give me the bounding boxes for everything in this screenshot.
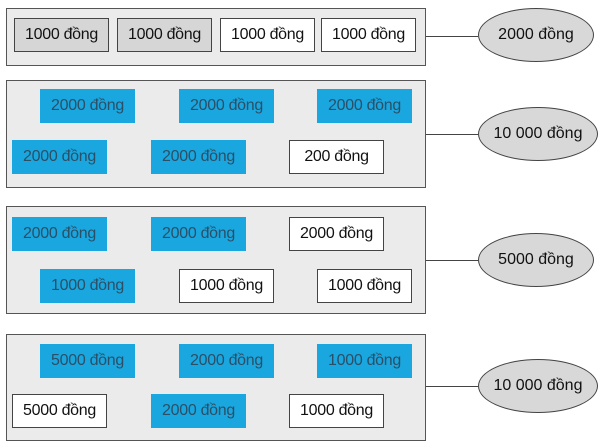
banknote: 1000 đồng — [321, 18, 416, 52]
banknote: 1000 đồng — [40, 269, 135, 303]
banknote: 2000 đồng — [151, 394, 246, 428]
banknote: 1000 đồng — [317, 269, 412, 303]
banknote: 2000 đồng — [12, 140, 107, 174]
banknote: 2000 đồng — [151, 217, 246, 251]
connector-line — [426, 260, 478, 261]
banknote: 5000 đồng — [12, 394, 107, 428]
banknote: 2000 đồng — [12, 217, 107, 251]
total-oval: 2000 đồng — [478, 8, 594, 62]
banknote: 1000 đồng — [289, 394, 384, 428]
banknote: 1000 đồng — [117, 18, 212, 52]
banknote: 2000 đồng — [179, 89, 274, 123]
connector-line — [426, 36, 478, 37]
total-oval: 5000 đồng — [478, 233, 594, 287]
banknote: 2000 đồng — [289, 217, 384, 251]
banknote: 1000 đồng — [179, 269, 274, 303]
total-oval: 10 000 đồng — [478, 107, 598, 161]
banknote: 2000 đồng — [40, 89, 135, 123]
connector-line — [426, 386, 478, 387]
banknote: 200 đồng — [289, 140, 384, 174]
connector-line — [426, 134, 478, 135]
banknote: 1000 đồng — [14, 18, 109, 52]
banknote: 5000 đồng — [40, 344, 135, 378]
banknote: 1000 đồng — [220, 18, 315, 52]
banknote: 2000 đồng — [317, 89, 412, 123]
banknote: 2000 đồng — [151, 140, 246, 174]
banknote: 1000 đồng — [317, 344, 412, 378]
banknote: 2000 đồng — [179, 344, 274, 378]
total-oval: 10 000 đồng — [478, 359, 598, 413]
